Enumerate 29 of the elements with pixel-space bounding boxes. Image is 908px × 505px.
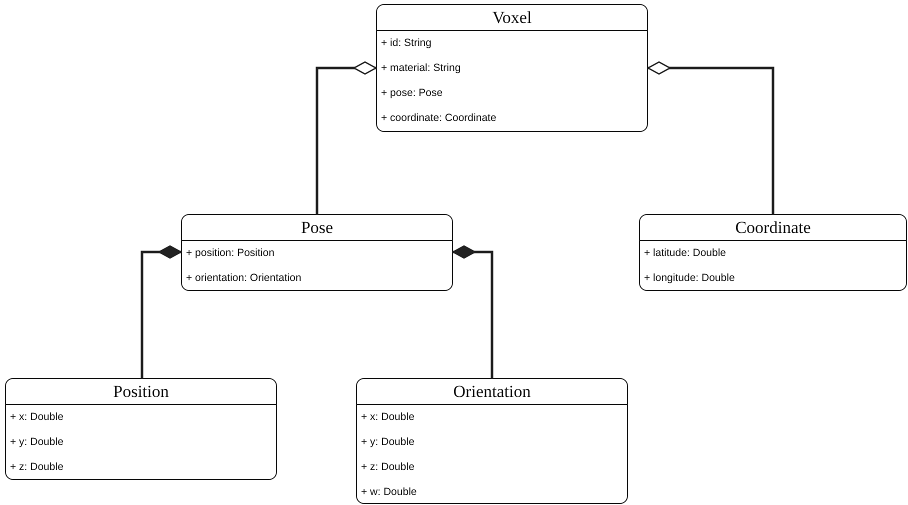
attribute-text: + longitude: Double [643, 271, 736, 286]
attribute-text: + z: Double [9, 460, 64, 475]
connector [140, 245, 182, 378]
attribute-text: + y: Double [9, 435, 64, 450]
class-name: Orientation [357, 379, 627, 405]
class-box [5, 378, 277, 480]
class-box [181, 214, 453, 291]
class-name: Voxel [377, 5, 647, 31]
class-name: Position [6, 379, 276, 405]
attribute-text: + z: Double [360, 460, 416, 475]
connector [647, 61, 774, 214]
class-name: Coordinate [640, 215, 906, 241]
attribute-text: + latitude: Double [643, 246, 728, 261]
attribute-text: + coordinate: Coordinate [380, 111, 498, 126]
attribute-text: + material: String [380, 61, 462, 76]
class-name: Pose [182, 215, 452, 241]
attribute-text: + x: Double [9, 410, 64, 425]
connector [316, 61, 377, 214]
class-box [639, 214, 907, 291]
class-box [356, 378, 628, 504]
attribute-text: + y: Double [360, 435, 416, 450]
attribute-text: + id: String [380, 36, 432, 51]
attribute-text: + w: Double [360, 485, 418, 500]
connector [452, 245, 494, 378]
attribute-text: + orientation: Orientation [185, 271, 302, 286]
attribute-text: + position: Position [185, 246, 276, 261]
attribute-text: + pose: Pose [380, 86, 444, 101]
class-box [376, 4, 648, 132]
attribute-text: + x: Double [360, 410, 416, 425]
